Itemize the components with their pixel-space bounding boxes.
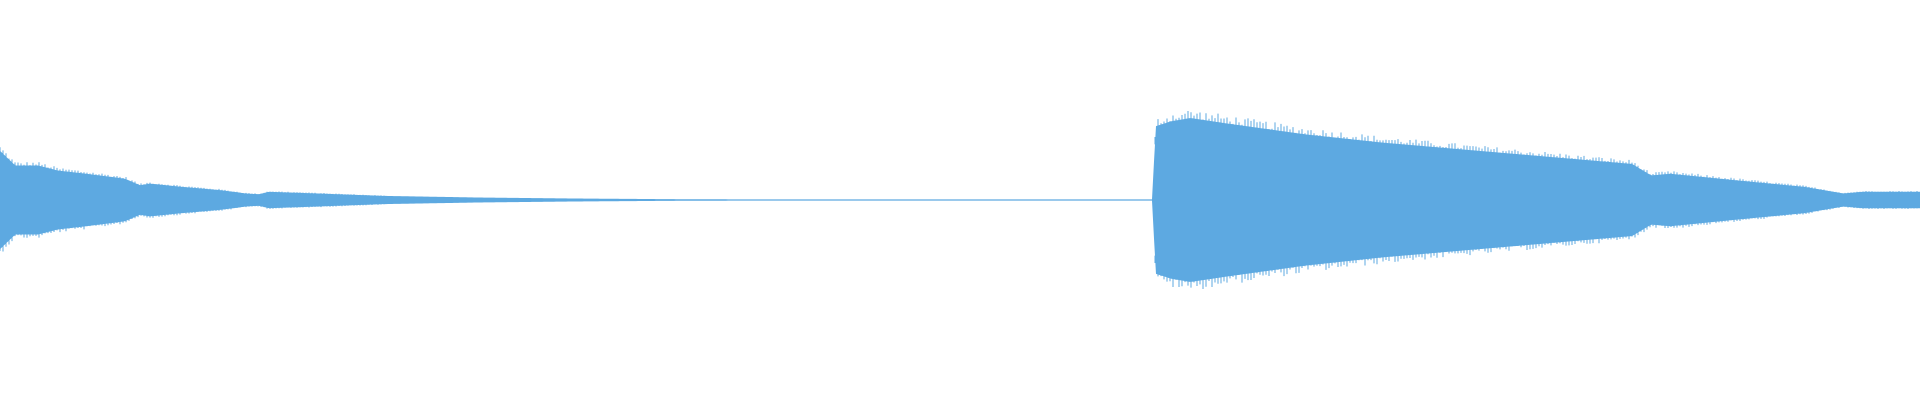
waveform-peak-spikes xyxy=(0,111,1918,290)
